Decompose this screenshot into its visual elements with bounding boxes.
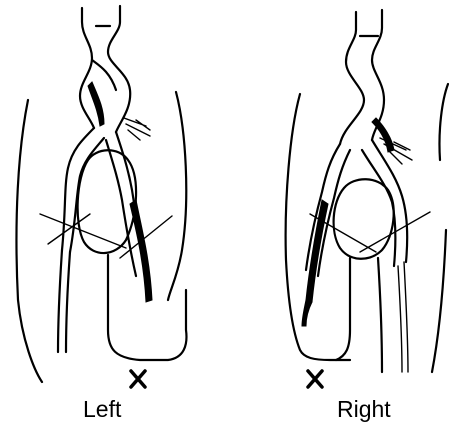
left-leg-left-inner bbox=[66, 252, 70, 352]
right-iliac-right bbox=[372, 140, 407, 262]
right-panel-drawing bbox=[286, 10, 448, 372]
left-aorta-arch-inner bbox=[92, 60, 116, 90]
left-aorta-left-wall bbox=[80, 8, 94, 128]
right-body-outline-far bbox=[432, 230, 446, 372]
left-body-outline-right bbox=[168, 92, 186, 300]
left-panel-drawing bbox=[16, 6, 186, 382]
left-iliac-left-inner bbox=[70, 138, 104, 252]
left-marker-x bbox=[131, 371, 145, 387]
right-long-vessel-b bbox=[398, 266, 402, 372]
right-pelvis bbox=[334, 179, 394, 259]
right-dark-femoral-lower bbox=[302, 300, 312, 326]
left-aorta-right-wall bbox=[108, 6, 130, 132]
right-body-outline-right bbox=[439, 84, 448, 160]
left-body-outline-left bbox=[16, 100, 42, 382]
right-long-vessel-a bbox=[404, 262, 408, 372]
left-side-branch bbox=[124, 118, 150, 140]
right-label: Right bbox=[337, 398, 391, 421]
right-aorta-left-wall bbox=[340, 12, 364, 144]
left-label: Left bbox=[83, 398, 121, 421]
right-leg-right bbox=[378, 258, 382, 372]
left-leg-left bbox=[58, 250, 62, 352]
right-leg-box bbox=[336, 258, 350, 360]
right-marker-x bbox=[308, 371, 322, 387]
